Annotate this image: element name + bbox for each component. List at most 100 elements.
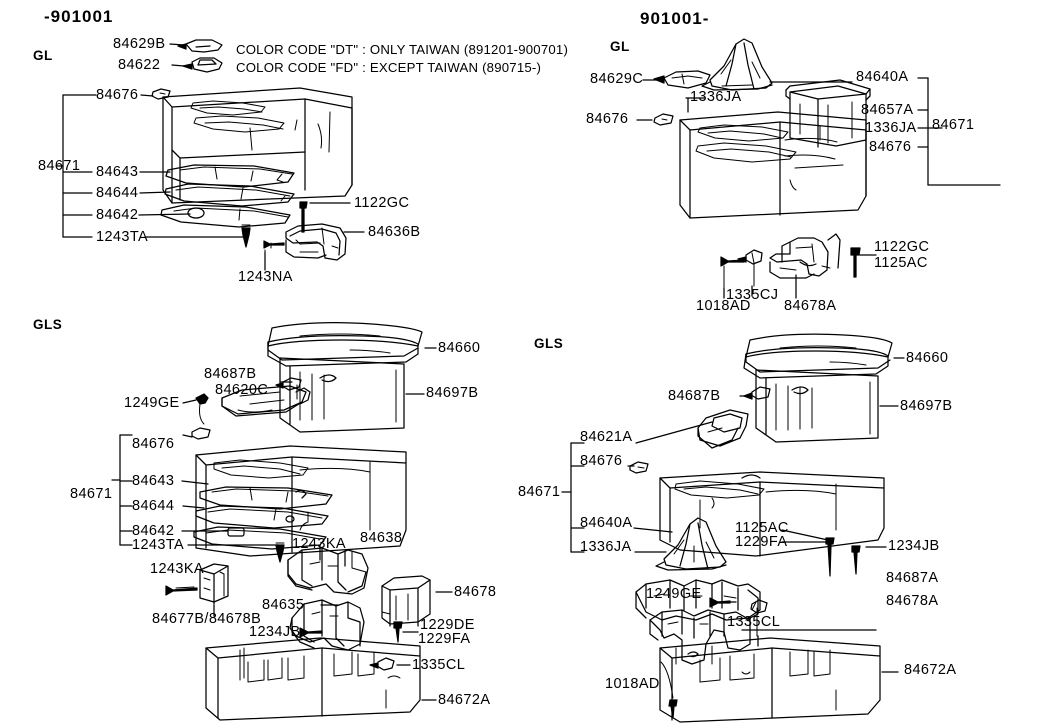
part-84671-console-top-right <box>679 111 867 219</box>
color-code-note-1: COLOR CODE "DT" : ONLY TAIWAN (891201-90… <box>236 42 569 57</box>
label-84678-bl: 84678 <box>454 584 497 600</box>
label-84671-tl: 84671 <box>38 158 81 174</box>
label-84676-bl: 84676 <box>132 436 175 452</box>
part-84620c-shape <box>221 385 311 417</box>
part-84636b-shape <box>285 223 347 261</box>
part-84643-shape-bl <box>199 486 333 510</box>
part-84676-shape-tl <box>151 88 171 100</box>
grade-label-gl-top-left: GL <box>33 48 53 63</box>
part-1335cj-clip <box>737 249 763 287</box>
label-84676-tr-b: 84676 <box>869 139 912 155</box>
part-1243ka-screw-bl <box>165 585 198 596</box>
part-84638-shape <box>287 547 369 595</box>
label-1249ge-br: 1249GE <box>646 586 702 602</box>
label-84636b: 84636B <box>368 224 421 240</box>
part-1234jb-screw-br <box>851 545 861 575</box>
label-84672a-br: 84672A <box>904 662 957 678</box>
part-84622-shape <box>182 57 223 73</box>
label-1243ta-bl: 1243TA <box>132 537 185 553</box>
label-84644-tl: 84644 <box>96 185 139 201</box>
label-84621a: 84621A <box>580 429 633 445</box>
part-84644-shape-bl <box>195 505 329 529</box>
label-84678a-br: 84678A <box>886 593 939 609</box>
grade-label-gls-bottom-left: GLS <box>33 317 63 332</box>
label-84676-tl: 84676 <box>96 87 139 103</box>
part-84643-shape <box>165 164 295 188</box>
label-84697b-bl: 84697B <box>426 385 479 401</box>
label-84640a-br: 84640A <box>580 515 633 531</box>
label-1336ja-tr-b: 1336JA <box>865 120 917 136</box>
label-1229fa-br: 1229FA <box>735 534 788 550</box>
label-1336ja-tr-a: 1336JA <box>690 89 742 105</box>
part-84676-shape-br <box>629 461 649 474</box>
part-84697b-tray-br <box>755 369 879 443</box>
label-84677b-84678b: 84677B/84678B <box>152 611 262 627</box>
part-1335cl-clip-br <box>750 599 768 637</box>
label-84678a-tr: 84678A <box>784 298 837 314</box>
part-84676-shape-tr <box>653 113 674 126</box>
label-84687b-bl: 84687B <box>204 366 257 382</box>
page-title-right: 901001- <box>640 9 710 28</box>
label-84642-tl: 84642 <box>96 207 139 223</box>
label-84697b-br: 84697B <box>900 398 953 414</box>
label-1243na: 1243NA <box>238 269 293 285</box>
part-84697b-tray-bl <box>279 357 405 433</box>
part-84687b-clip-bl <box>275 377 302 400</box>
part-1243ta-screw-bl <box>275 542 285 563</box>
part-1018ad-screw-tr <box>720 256 745 289</box>
label-1335cl-br: 1335CL <box>727 614 781 630</box>
label-84620c: 84620C <box>215 382 269 398</box>
part-1249ge-screw-bl <box>195 393 209 425</box>
label-1229fa-bl: 1229FA <box>418 631 471 647</box>
label-84571-bl: 84671 <box>70 486 113 502</box>
label-84643-tl: 84643 <box>96 164 139 180</box>
part-1122gc-screw-tl <box>299 201 308 233</box>
part-1243na-screw <box>263 240 285 271</box>
label-84672a-bl: 84672A <box>438 692 491 708</box>
label-1243ka-bl-b: 1243KA <box>150 561 204 577</box>
leaders-bottom-left <box>111 347 453 701</box>
label-84676-br: 84676 <box>580 453 623 469</box>
part-84644-shape <box>164 183 295 207</box>
grade-label-gl-top-right: GL <box>610 39 630 54</box>
part-84660-lid-bl <box>267 322 423 367</box>
label-1335cj: 1335CJ <box>726 287 779 303</box>
label-1243ta-tl: 1243TA <box>96 229 149 245</box>
part-84640a-boot-br <box>655 517 727 571</box>
label-1234jb-bl: 1234JB <box>249 624 301 640</box>
part-84676-shape-bl <box>191 427 211 440</box>
part-1018ad-screw-br <box>660 661 678 719</box>
label-84640a-tr: 84640A <box>856 69 909 85</box>
label-1018ad-br: 1018AD <box>605 676 660 692</box>
label-84644-bl: 84644 <box>132 498 175 514</box>
label-84635: 84635 <box>262 597 305 613</box>
label-84676-tr-a: 84676 <box>586 111 629 127</box>
part-84629c-shape <box>653 70 711 89</box>
part-84621a-shape <box>697 409 749 449</box>
label-84629c: 84629C <box>590 71 644 87</box>
label-84638: 84638 <box>360 530 403 546</box>
part-1122gc-screw-tr <box>850 247 861 278</box>
label-1122gc-tr: 1122GC <box>874 239 930 255</box>
label-84660-br: 84660 <box>906 350 949 366</box>
part-84678a-shape-br <box>649 609 751 665</box>
part-84660-lid-br <box>743 333 893 379</box>
part-1229de-screw <box>393 621 403 643</box>
leaders-top-right <box>636 77 1001 299</box>
label-84622: 84622 <box>118 57 161 73</box>
label-1122gc-tl: 1122GC <box>354 195 410 211</box>
part-1125ac-screw-br <box>825 537 835 577</box>
label-84671-tr: 84671 <box>932 117 975 133</box>
page-title-left: -901001 <box>44 7 114 26</box>
label-1335cl-bl: 1335CL <box>412 657 466 673</box>
label-84642-bl: 84642 <box>132 523 175 539</box>
part-84678a-bracket-tr <box>769 233 841 279</box>
part-console-body-br <box>659 471 885 557</box>
label-1249ge-bl: 1249GE <box>124 395 180 411</box>
label-1125ac-tr: 1125AC <box>874 255 928 271</box>
part-84635-shape <box>289 599 365 651</box>
part-84687a-shape <box>635 579 761 621</box>
label-84671-br: 84671 <box>518 484 561 500</box>
